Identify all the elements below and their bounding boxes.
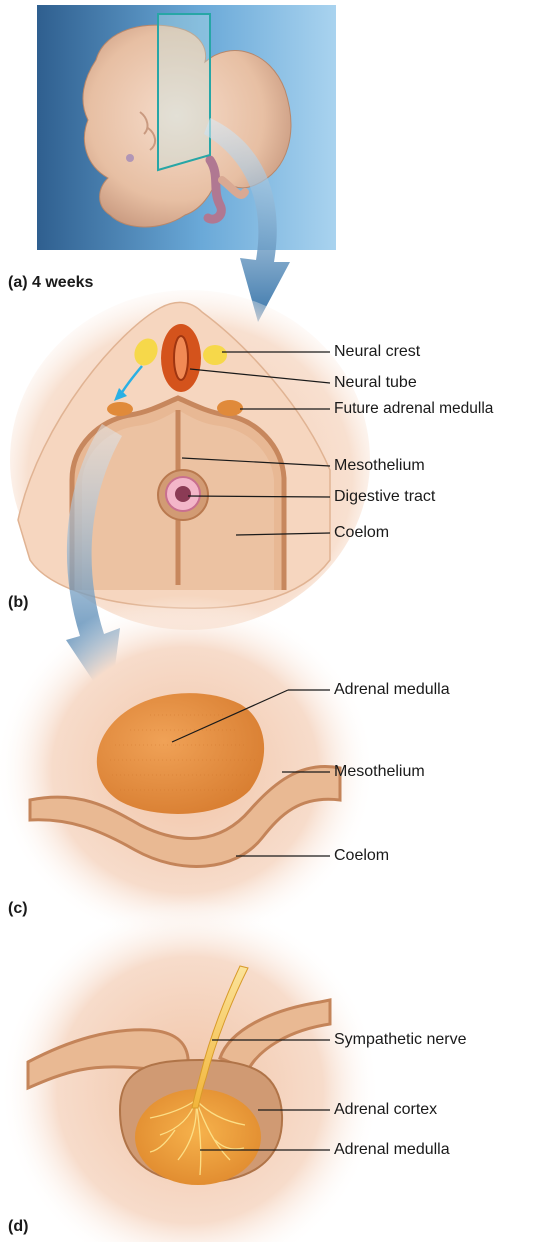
label-adrenal-medulla-c: Adrenal medulla bbox=[334, 681, 450, 699]
digestive-lumen bbox=[175, 486, 191, 502]
panel-d-section bbox=[0, 900, 380, 1242]
neural-tube-lumen bbox=[174, 336, 188, 380]
label-adrenal-medulla-d: Adrenal medulla bbox=[334, 1141, 450, 1159]
panel-d-label: (d) bbox=[8, 1218, 28, 1236]
label-neural-tube: Neural tube bbox=[334, 374, 417, 392]
label-sympathetic-nerve: Sympathetic nerve bbox=[334, 1031, 467, 1049]
neural-crest-right bbox=[203, 345, 227, 365]
label-neural-crest: Neural crest bbox=[334, 343, 420, 361]
panel-c-label: (c) bbox=[8, 900, 28, 918]
label-digestive-tract: Digestive tract bbox=[334, 488, 435, 506]
label-future-adrenal-medulla: Future adrenal medulla bbox=[334, 400, 493, 418]
panel-a-label: (a) 4 weeks bbox=[8, 274, 93, 292]
future-adrenal-medulla-left bbox=[107, 402, 133, 416]
panel-b-label: (b) bbox=[8, 594, 28, 612]
panel-c-section bbox=[0, 595, 375, 945]
label-mesothelium-b: Mesothelium bbox=[334, 457, 425, 475]
label-coelom-b: Coelom bbox=[334, 524, 389, 542]
label-mesothelium-c: Mesothelium bbox=[334, 763, 425, 781]
label-adrenal-cortex: Adrenal cortex bbox=[334, 1101, 437, 1119]
future-adrenal-medulla-right bbox=[217, 400, 243, 416]
label-coelom-c: Coelom bbox=[334, 847, 389, 865]
section-plane bbox=[158, 14, 210, 170]
eye bbox=[126, 154, 134, 162]
